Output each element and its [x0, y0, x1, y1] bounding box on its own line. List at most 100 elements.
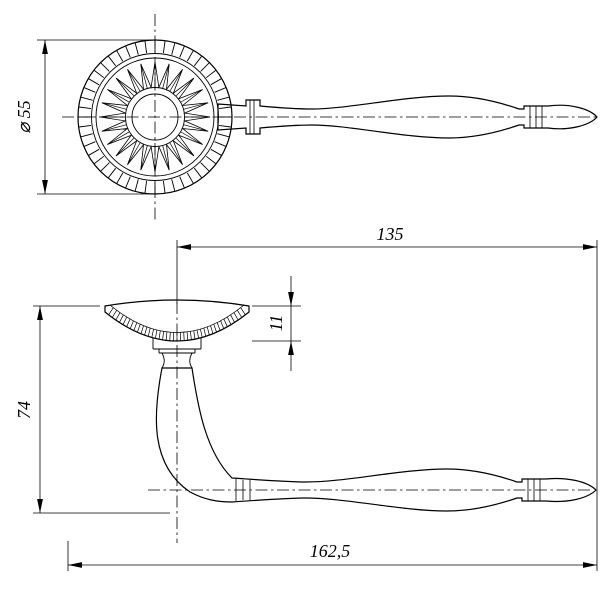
detail-line: [162, 180, 166, 193]
detail-line: [179, 46, 185, 58]
detail-line: [186, 331, 189, 341]
detail-line: [200, 162, 210, 172]
detail-line: [171, 42, 176, 55]
detail-line: [100, 162, 110, 172]
detail-line: [233, 312, 239, 321]
detail-line: [203, 328, 207, 337]
detail-line: [193, 330, 196, 340]
detail-line: [169, 142, 183, 165]
detail-line: [186, 50, 194, 62]
detail-line: [126, 318, 131, 327]
detail-line: [144, 326, 148, 336]
detail-line: [175, 77, 195, 97]
detail-line: [144, 41, 148, 54]
detail-line: [79, 106, 92, 110]
detail-line: [165, 331, 168, 341]
detail-line: [213, 324, 217, 333]
detail-line: [115, 312, 121, 321]
detail-line: [88, 148, 100, 156]
detail-line: [84, 141, 96, 147]
detail-line: [119, 314, 124, 323]
detail-line: [169, 332, 171, 341]
detail-line: [101, 124, 127, 132]
dimension-diameter-55: ⌀ 55: [14, 39, 152, 195]
dimension-label-length-135: 135: [377, 224, 404, 244]
detail-line: [193, 56, 202, 67]
detail-line: [162, 331, 164, 340]
detail-line: [94, 155, 105, 164]
detail-line: [88, 78, 100, 86]
detail-line: [116, 172, 124, 184]
detail-line: [193, 167, 202, 178]
detail-line: [180, 89, 203, 103]
detail-line: [240, 307, 246, 315]
detail-line: [205, 70, 216, 79]
detail-line: [108, 307, 114, 315]
detail-line: [125, 176, 131, 188]
detail-line: [140, 325, 144, 334]
detail-line: [218, 124, 231, 128]
rosette-rim-ticks: [78, 40, 232, 194]
detail-line: [84, 87, 96, 93]
lever-side: [155, 367, 597, 512]
dimension-74: 74: [14, 305, 170, 514]
dimension-label-thickness-11: 11: [266, 315, 286, 332]
detail-line: [122, 316, 128, 325]
detail-line: [162, 63, 170, 89]
detail-line: [101, 102, 127, 110]
detail-line: [218, 106, 231, 110]
detail-line: [147, 328, 151, 337]
dimension-11: 11: [252, 276, 301, 371]
dimension-label-height-74: 74: [14, 401, 34, 419]
detail-line: [134, 42, 139, 55]
detail-line: [129, 320, 134, 329]
detail-line: [226, 316, 232, 325]
detail-line: [183, 124, 209, 132]
detail-line: [80, 133, 93, 138]
detail-line: [220, 320, 225, 329]
dimension-label-overall-162-5: 162,5: [310, 541, 351, 561]
detail-line: [169, 69, 183, 92]
detail-line: [127, 69, 141, 92]
detail-line: [80, 96, 93, 101]
detail-line: [183, 102, 209, 110]
detail-line: [216, 322, 221, 331]
detail-line: [115, 137, 135, 157]
detail-line: [127, 142, 141, 165]
detail-line: [144, 180, 148, 193]
side-view: [104, 299, 597, 543]
detail-line: [214, 141, 226, 147]
detail-line: [151, 329, 154, 338]
detail-line: [217, 133, 230, 138]
detail-line: [162, 145, 170, 171]
detail-line: [140, 145, 148, 171]
detail-line: [237, 310, 243, 318]
detail-line: [200, 62, 210, 72]
detail-line: [210, 148, 222, 156]
detail-line: [210, 78, 222, 86]
detail-line: [179, 176, 185, 188]
detail-line: [158, 330, 161, 340]
rosette-knurl-hatch: [108, 307, 246, 341]
detail-line: [223, 318, 228, 327]
dimension-135: 135: [176, 224, 598, 571]
detail-line: [162, 41, 166, 54]
lever-front: [217, 95, 598, 139]
dimension-label-diameter: ⌀ 55: [14, 100, 34, 133]
detail-line: [206, 326, 210, 336]
detail-line: [186, 172, 194, 184]
detail-line: [125, 46, 131, 58]
detail-line: [200, 329, 203, 338]
detail-line: [210, 325, 214, 334]
detail-line: [111, 310, 117, 318]
detail-line: [180, 131, 203, 145]
detail-line: [79, 124, 92, 128]
detail-line: [196, 329, 199, 339]
detail-line: [171, 179, 176, 192]
detail-line: [107, 89, 130, 103]
dimension-162-5: 162,5: [67, 541, 597, 571]
detail-line: [183, 332, 185, 341]
detail-line: [133, 322, 138, 331]
